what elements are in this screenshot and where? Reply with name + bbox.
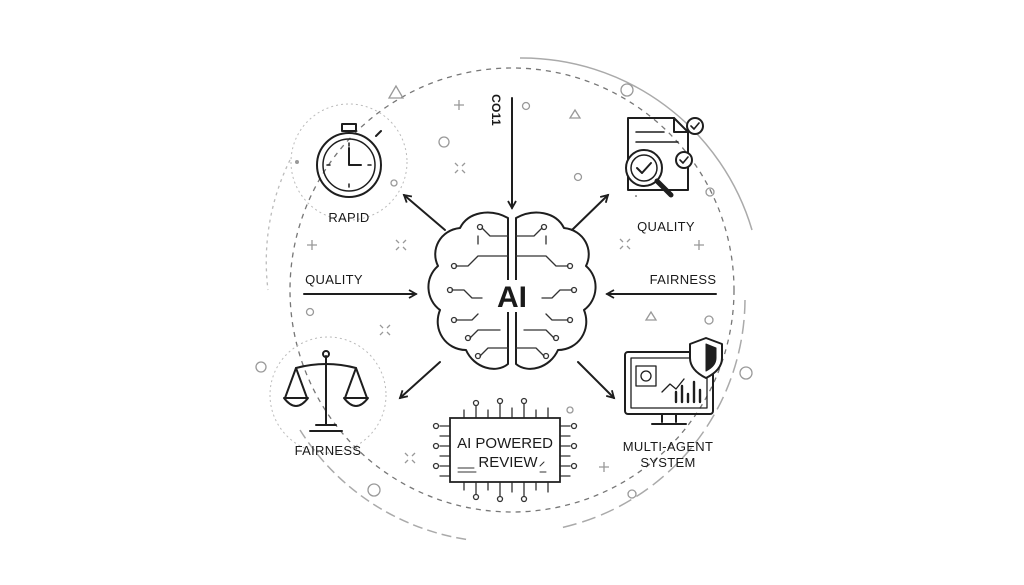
multi-agent-label-line1: MULTI-AGENT xyxy=(623,439,713,454)
rapid-label: RAPID xyxy=(328,210,369,225)
top-input-label: CO11 xyxy=(489,94,503,126)
monitor-shield-icon xyxy=(624,337,723,425)
arrow-to-multi-agent xyxy=(577,361,616,400)
arrow-to-fairness xyxy=(398,361,441,400)
arrow-to-quality xyxy=(571,193,610,231)
outer-dashed-ring xyxy=(265,57,753,541)
multi-agent-label-line2: SYSTEM xyxy=(640,455,695,470)
decorative-shapes xyxy=(255,83,753,499)
scale-icon xyxy=(283,350,369,432)
right-input-label: FAIRNESS xyxy=(650,272,717,287)
chip-label-line1: AI POWERED xyxy=(457,435,553,452)
flow-arrows xyxy=(303,97,717,400)
document-magnifier-icon xyxy=(625,117,704,198)
stopwatch-icon xyxy=(316,123,382,198)
left-input-label: QUALITY xyxy=(305,272,363,287)
chip-label-line2: REVIEW xyxy=(478,454,538,471)
brain-icon xyxy=(427,211,597,370)
center-ai-label: AI xyxy=(497,281,527,314)
circuit-chip-icon xyxy=(432,397,578,503)
fairness-label: FAIRNESS xyxy=(295,443,362,458)
quality-doc-label: QUALITY xyxy=(637,219,695,234)
arrow-to-rapid xyxy=(402,193,446,231)
